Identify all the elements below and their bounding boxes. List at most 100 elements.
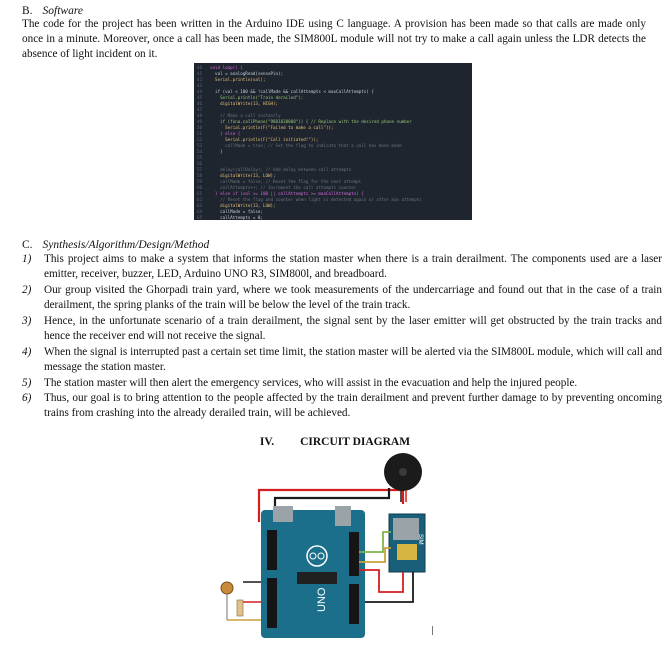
method-heading: C.Synthesis/Algorithm/Design/Method [22,238,209,252]
board-label: UNO [316,587,328,612]
ldr-sensor [220,581,261,621]
code-line: 54 } [194,149,472,155]
code-line-number: 57 [197,167,203,172]
code-line-number: 61 [197,191,203,196]
code-line: 53 callMade = true; // Set the flag to i… [194,143,472,149]
method-item-number: 2) [22,284,32,296]
code-line: 50 Serial.println(F("Failed to make a ca… [194,125,472,131]
software-heading: B. Software [22,4,83,18]
code-line: 46 digitalWrite(13, HIGH); [194,101,472,107]
circuit-diagram: UNO SIM [213,452,453,638]
code-line-text: // Reset the flag and counter when light… [210,197,422,202]
code-line-text: void loop() { [210,65,243,70]
code-line: 43 [194,83,472,89]
software-title: Software [42,5,84,17]
code-line: 63 digitalWrite(13, LOW); [194,203,472,209]
code-line-text: } [210,149,223,154]
code-line-number: 49 [197,119,203,124]
code-line-text: digitalWrite(13, HIGH); [210,101,279,106]
code-line-text: val = analogRead(sensePin); [210,71,284,76]
code-line: 55 [194,155,472,161]
code-line-number: 64 [197,209,203,214]
code-line-text: if (val < 100 && !callMade && callAttemp… [210,89,374,94]
code-line-text: // Make a call instantly [210,113,281,118]
buzzer-icon [384,453,422,502]
software-letter: B. [22,5,33,17]
code-screenshot: 40 void loop() { 41 val = analogRead(sense… [194,63,472,220]
code-line-text: callAttempts = 0; [210,215,263,220]
code-line-number: 40 [197,65,203,70]
code-line: 64 callMade = false; [194,209,472,215]
code-line: 42 Serial.println(val); [194,77,472,83]
code-line-text: if (fona.callPhone("9881038008")) { // R… [210,119,412,124]
module-label: SIM [417,534,423,545]
code-line-text: callAttempts++; // Increment the call at… [210,185,357,190]
code-line-text: } else if (val >= 100 || callAttempts >=… [210,191,364,196]
code-line: 45 Serial.println("Train derailed"); [194,95,472,101]
code-line-text: Serial.println(val); [210,77,266,82]
code-line: 47 [194,107,472,113]
code-line: 40 void loop() { [194,65,472,71]
method-item-text: This project aims to make a system that … [44,253,662,280]
method-item-text: The station master will then alert the e… [44,377,578,389]
circuit-title: CIRCUIT DIAGRAM [300,436,411,448]
code-line-number: 46 [197,101,203,106]
code-line-text: } else { [210,131,241,136]
method-item-text: Our group visited the Ghorpadi train yar… [44,284,662,311]
red-wire [257,488,405,522]
code-line: 48 // Make a call instantly [194,113,472,119]
code-line-text: digitalWrite(13, LOW); [210,173,276,178]
code-line-number: 41 [197,71,203,76]
code-line-number: 43 [197,83,203,88]
arduino-board: UNO [261,506,365,638]
module-power-wire [359,569,404,593]
code-line-number: 45 [197,95,203,100]
code-line-number: 65 [197,215,203,220]
code-line: 52 Serial.println(F("Call initiated!")); [194,137,472,143]
code-line-number: 56 [197,161,203,166]
code-line-number: 59 [197,179,203,184]
code-line: 56 [194,161,472,167]
code-line-number: 47 [197,107,203,112]
green-wire [359,531,391,553]
code-line-number: 62 [197,197,203,202]
module-ground-wire [365,572,414,603]
text-cursor [432,626,433,635]
code-line-number: 63 [197,203,203,208]
code-line-text: digitalWrite(13, LOW); [210,203,276,208]
code-line-number: 55 [197,155,203,160]
method-item-text: Thus, our goal is to bring attention to … [44,392,662,419]
code-line-number: 48 [197,113,203,118]
code-line-text: callMade = false; // Reset the flag for … [210,179,362,184]
code-line: 51 } else { [194,131,472,137]
method-letter: C. [22,239,33,251]
code-line: 62 // Reset the flag and counter when li… [194,197,472,203]
code-line: 58 digitalWrite(13, LOW); [194,173,472,179]
code-line: 57 delay(callDelay); // Add delay betwee… [194,167,472,173]
code-line-number: 60 [197,185,203,190]
code-line-number: 53 [197,143,203,148]
code-line-text: Serial.println(F("Call initiated!")); [210,137,319,142]
code-line: 44 if (val < 100 && !callMade && callAtt… [194,89,472,95]
code-line: 60 callAttempts++; // Increment the call… [194,185,472,191]
code-line-text: callMade = false; [210,209,263,214]
code-line-number: 51 [197,131,203,136]
method-item-number: 6) [22,392,32,404]
code-line-number: 52 [197,137,203,142]
code-line-text: Serial.println(F("Failed to make a call"… [210,125,334,130]
code-line-text: delay(callDelay); // Add delay between c… [210,167,352,172]
sim-module: SIM [388,513,426,573]
method-item-text: Hence, in the unfortunate scenario of a … [44,315,662,342]
software-paragraph: The code for the project has been writte… [22,18,646,60]
circuit-heading: IV.CIRCUIT DIAGRAM [0,436,670,448]
code-line: 65 callAttempts = 0; [194,215,472,220]
method-item-number: 1) [22,253,32,265]
code-line-number: 50 [197,125,203,130]
method-item-text: When the signal is interrupted past a ce… [44,346,662,373]
code-line-number: 44 [197,89,203,94]
code-line-text: callMade = true; // Set the flag to indi… [210,143,402,148]
yellow-wire [359,547,391,563]
code-line-number: 58 [197,173,203,178]
method-item-number: 3) [22,315,32,327]
